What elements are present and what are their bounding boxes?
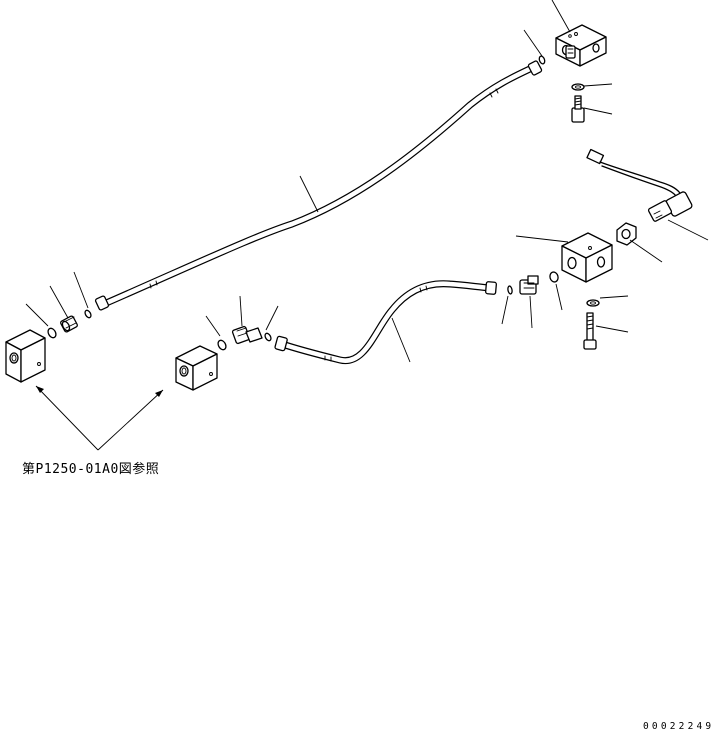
bolt-icon [571,95,585,123]
bolt-icon [583,312,597,350]
reference-arrows [35,385,164,451]
o-ring-icon [538,55,546,65]
washer-icon [586,299,600,307]
o-ring-icon [549,271,559,283]
hose-icon [274,280,497,365]
leader-lines [25,0,709,363]
pressure-sensor-icon [586,148,693,222]
o-ring-icon [47,327,57,339]
elbow-fitting-icon [519,275,539,295]
valve-block-icon [5,329,46,383]
elbow-fitting-icon [60,315,78,333]
o-ring-icon [264,332,272,342]
elbow-fitting-icon [231,325,263,345]
elbow-fitting-icon [565,45,576,59]
valve-block-icon [561,232,613,283]
o-ring-icon [84,309,92,319]
valve-block-icon [555,24,607,67]
reference-note: 第P1250-01A0図参照 [22,462,160,477]
washer-icon [571,83,585,91]
hose-icon [94,60,543,311]
o-ring-icon [507,285,513,295]
valve-block-icon [175,345,218,391]
o-ring-icon [217,339,227,351]
drawing-number: 00022249 [643,721,715,732]
nut-icon [616,222,637,246]
